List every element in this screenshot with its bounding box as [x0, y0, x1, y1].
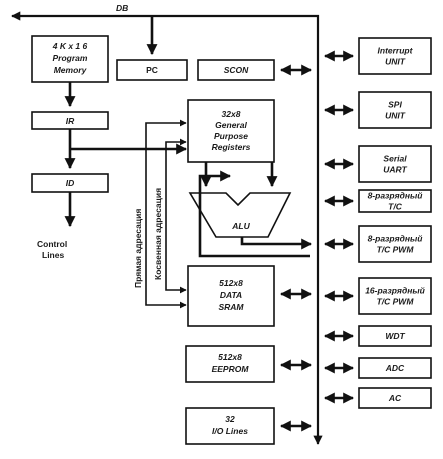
data-sram-line-3: SRAM: [218, 302, 244, 312]
peripheral-serial-label-2: UART: [383, 165, 407, 175]
id-block: ID: [31, 173, 109, 193]
peripheral-spi-box: [358, 91, 432, 129]
peripheral-serial-box: [358, 145, 432, 183]
peripheral-ac: AC: [323, 387, 432, 409]
peripheral-wdt-box: [358, 325, 432, 347]
peripheral-tc16-label-1: 16-разрядный: [365, 286, 425, 296]
peripheral-tc16-label-2: T/C PWM: [377, 297, 415, 307]
program-memory-line-3: Memory: [54, 65, 88, 75]
program-memory-block: 4 K x 1 6 Program Memory: [31, 35, 109, 83]
peripheral-tc8b-box: [358, 225, 432, 263]
peripheral-ac-box: [358, 387, 432, 409]
scon-label: SCON: [224, 65, 249, 75]
peripheral-wdt-label-1: WDT: [385, 331, 405, 341]
registers-block: 32x8 General Purpose Registers: [187, 99, 275, 163]
ir-label: IR: [66, 116, 75, 126]
alu-block: ALU: [188, 192, 292, 238]
peripheral-serial-label-1: Serial: [383, 154, 407, 164]
indirect-addressing-label: Косвенная адресация: [153, 188, 163, 280]
peripheral-adc: ADC: [323, 357, 432, 379]
alu-label: ALU: [231, 221, 250, 231]
ir-block: IR: [31, 111, 109, 130]
indirect-addressing-path: [165, 138, 187, 294]
io-lines-block: 32 I/O Lines: [185, 407, 275, 445]
peripheral-interrupt-label-2: UNIT: [385, 57, 406, 67]
control-lines-label-2: Lines: [42, 250, 64, 260]
program-memory-line-2: Program: [53, 53, 88, 63]
peripheral-adc-box: [358, 357, 432, 379]
eeprom-block: 512x8 EEPROM: [185, 345, 275, 383]
data-bus: DB: [11, 3, 323, 445]
data-sram-line-2: DATA: [220, 290, 242, 300]
peripheral-interrupt-box: [358, 37, 432, 75]
peripheral-adc-label-1: ADC: [385, 363, 405, 373]
registers-line-2: General: [215, 120, 247, 130]
peripheral-wdt: WDT: [323, 325, 432, 347]
registers-line-3: Purpose: [214, 131, 248, 141]
eeprom-line-2: EEPROM: [212, 364, 250, 374]
alu-feedback-path: [198, 170, 310, 258]
io-lines-line-2: I/O Lines: [212, 426, 248, 436]
direct-addressing-path: [145, 119, 187, 309]
peripheral-tc8b-label-1: 8-разрядный: [368, 234, 424, 244]
control-lines-label-1: Control: [37, 239, 67, 249]
peripheral-spi-label-1: SPI: [388, 100, 402, 110]
eeprom-line-1: 512x8: [218, 352, 242, 362]
registers-line-4: Registers: [212, 142, 251, 152]
peripheral-column: InterruptUNITSPIUNITSerialUART8-разрядны…: [323, 37, 432, 409]
registers-line-1: 32x8: [222, 109, 241, 119]
data-bus-label: DB: [116, 3, 128, 13]
alu-to-bus-arrow: [240, 237, 313, 250]
scon-block: SCON: [197, 59, 275, 81]
data-sram-block: 512x8 DATA SRAM: [187, 265, 275, 327]
data-sram-line-1: 512x8: [219, 278, 243, 288]
peripheral-tc8a-label-1: 8-разрядный: [368, 191, 424, 201]
peripheral-tc8a-label-2: T/C: [388, 202, 403, 212]
peripheral-ac-label-1: AC: [388, 393, 402, 403]
id-label: ID: [66, 178, 75, 188]
peripheral-tc16-box: [358, 277, 432, 315]
pc-block: PC: [116, 59, 188, 81]
io-lines-line-1: 32: [225, 414, 235, 424]
peripheral-interrupt-label-1: Interrupt: [378, 46, 414, 56]
peripheral-spi-label-2: UNIT: [385, 111, 406, 121]
peripheral-tc8a-box: [358, 189, 432, 213]
direct-addressing-label: Прямая адресация: [133, 209, 143, 288]
pc-label: PC: [146, 65, 158, 75]
program-memory-line-1: 4 K x 1 6: [52, 41, 88, 51]
peripheral-tc8b-label-2: T/C PWM: [377, 245, 415, 255]
